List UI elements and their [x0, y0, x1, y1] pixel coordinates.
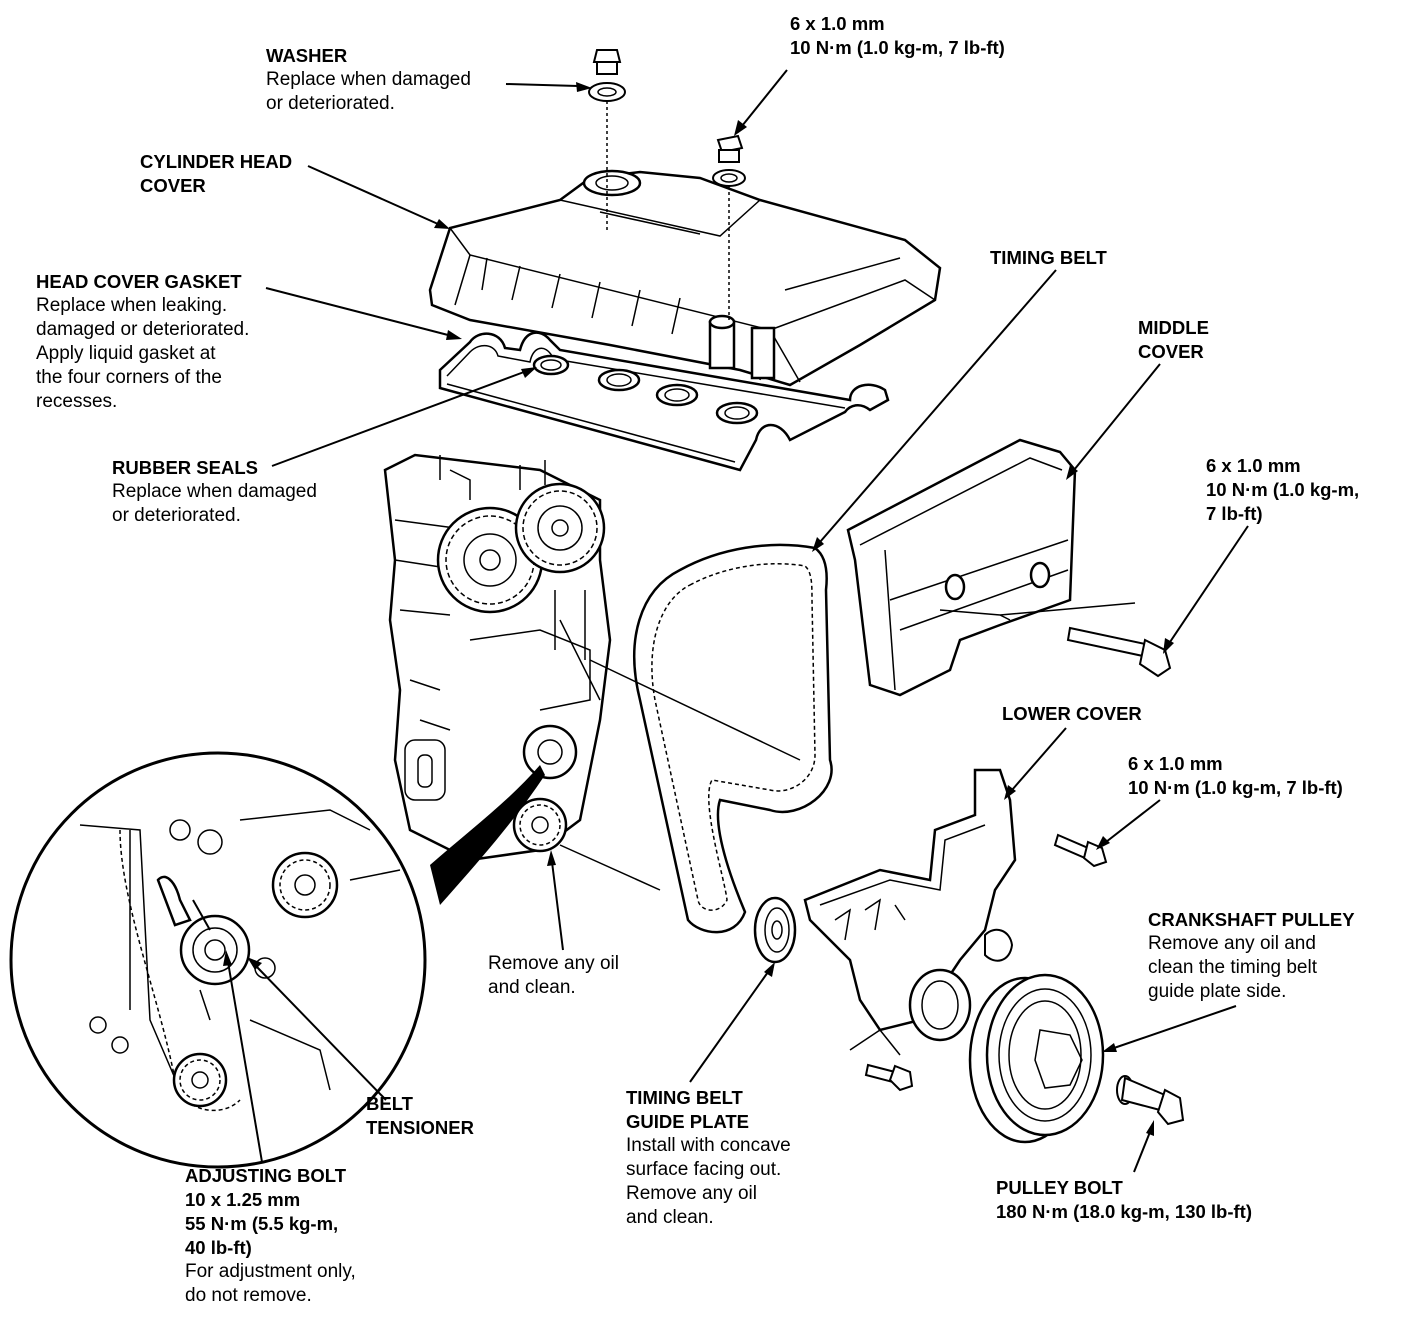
lower-bolt-spec-line-2: 10 N·m (1.0 kg-m, 7 lb-ft) [1128, 777, 1343, 798]
washer-label: WASHER Replace when damaged or deteriora… [266, 44, 471, 116]
middle-bolt-spec-label: 6 x 1.0 mm 10 N·m (1.0 kg-m, 7 lb-ft) [1206, 454, 1359, 526]
middle-cover-title-line-1: MIDDLE [1138, 317, 1209, 338]
adjusting-bolt-title: ADJUSTING BOLT [185, 1165, 347, 1186]
crankshaft-pulley-desc-line-1: Remove any oil and [1148, 933, 1316, 954]
middle-bolt-spec-line-3: 7 lb-ft) [1206, 503, 1263, 524]
pulley-bolt-label: PULLEY BOLT 180 N·m (18.0 kg-m, 130 lb-f… [996, 1176, 1252, 1224]
adjusting-bolt-label: ADJUSTING BOLT 10 x 1.25 mm 55 N·m (5.5 … [185, 1164, 356, 1308]
guide-plate-desc-line-3: Remove any oil [626, 1183, 757, 1204]
head-cover-gasket-label: HEAD COVER GASKET Replace when leaking. … [36, 270, 249, 414]
timing-belt [633, 543, 833, 934]
remove-oil-label: Remove any oil and clean. [488, 952, 619, 1000]
top-nuts-and-washers [588, 49, 746, 320]
cylinder-head-cover-label: CYLINDER HEAD COVER [140, 150, 292, 198]
adjusting-bolt-desc-line-2: do not remove. [185, 1285, 312, 1306]
middle-cover-bolt [1066, 626, 1172, 678]
pulley-bolt-spec: 180 N·m (18.0 kg-m, 130 lb-ft) [996, 1201, 1252, 1222]
pulley-bolt [1116, 1075, 1185, 1126]
belt-tensioner-title-line-2: TENSIONER [366, 1117, 474, 1138]
middle-cover-label: MIDDLE COVER [1138, 316, 1209, 364]
head-cover-gasket-desc-line-4: the four corners of the [36, 367, 222, 388]
head-cover-gasket-desc-line-5: recesses. [36, 391, 118, 412]
tensioner-detail-inset [9, 751, 427, 1169]
head-cover-gasket [438, 331, 890, 472]
belt-tensioner-title-line-1: BELT [366, 1093, 413, 1114]
leader-lines [192, 69, 1249, 1173]
belt-tensioner-label: BELT TENSIONER [366, 1092, 474, 1140]
top-bolt-spec-label: 6 x 1.0 mm 10 N·m (1.0 kg-m, 7 lb-ft) [790, 12, 1005, 60]
rubber-seals-desc-line-2: or deteriorated. [112, 505, 241, 526]
lower-cover-bottom-bolt [849, 1028, 914, 1092]
top-bolt-spec-line-2: 10 N·m (1.0 kg-m, 7 lb-ft) [790, 37, 1005, 58]
lower-bolt-spec-line-1: 6 x 1.0 mm [1128, 753, 1223, 774]
washer-desc-line-1: Replace when damaged [266, 69, 471, 90]
adjusting-bolt-desc-line-1: For adjustment only, [185, 1261, 356, 1282]
crankshaft-pulley [968, 973, 1105, 1144]
lower-cover [803, 768, 1017, 1042]
middle-bolt-spec-line-2: 10 N·m (1.0 kg-m, [1206, 479, 1360, 500]
remove-oil-desc-line-2: and clean. [488, 977, 576, 998]
timing-belt-guide-plate-label: TIMING BELT GUIDE PLATE Install with con… [626, 1086, 791, 1230]
lower-bolt-spec-label: 6 x 1.0 mm 10 N·m (1.0 kg-m, 7 lb-ft) [1128, 752, 1343, 800]
head-cover-gasket-desc-line-1: Replace when leaking. [36, 295, 228, 316]
crankshaft-pulley-label: CRANKSHAFT PULLEY Remove any oil and cle… [1148, 908, 1355, 1004]
pulley-bolt-title: PULLEY BOLT [996, 1177, 1123, 1198]
head-cover-gasket-desc-line-3: Apply liquid gasket at [36, 343, 216, 364]
rubber-seals-label: RUBBER SEALS Replace when damaged or det… [112, 456, 317, 528]
cylinder-head-cover [428, 169, 942, 387]
lower-cover-bolt [1053, 833, 1108, 868]
timing-belt-label: TIMING BELT [990, 246, 1107, 270]
middle-cover-title-line-2: COVER [1138, 341, 1204, 362]
timing-belt-title: TIMING BELT [990, 247, 1107, 268]
washer-desc-line-2: or deteriorated. [266, 93, 395, 114]
washer-title: WASHER [266, 45, 348, 66]
crankshaft-pulley-title: CRANKSHAFT PULLEY [1148, 909, 1355, 930]
head-cover-gasket-title: HEAD COVER GASKET [36, 271, 242, 292]
rubber-seals-desc-line-1: Replace when damaged [112, 481, 317, 502]
middle-bolt-spec-line-1: 6 x 1.0 mm [1206, 455, 1301, 476]
top-bolt-spec-line-1: 6 x 1.0 mm [790, 13, 885, 34]
crankshaft-pulley-desc-line-2: clean the timing belt [1148, 957, 1317, 978]
adjusting-bolt-spec-line-3: 40 lb-ft) [185, 1237, 252, 1258]
guide-plate-title-line-2: GUIDE PLATE [626, 1111, 749, 1132]
cylinder-head-cover-title-line-2: COVER [140, 175, 206, 196]
guide-plate-desc-line-4: and clean. [626, 1207, 714, 1228]
detail-zoom-wedge [430, 765, 545, 905]
lower-cover-title: LOWER COVER [1002, 703, 1142, 724]
block-tensioner [512, 724, 578, 853]
lower-cover-label: LOWER COVER [1002, 702, 1142, 726]
remove-oil-desc-line-1: Remove any oil [488, 953, 619, 974]
adjusting-bolt-spec-line-2: 55 N·m (5.5 kg-m, [185, 1213, 339, 1234]
middle-cover [846, 438, 1136, 697]
timing-belt-guide-plate [753, 896, 797, 964]
crankshaft-pulley-desc-line-3: guide plate side. [1148, 981, 1287, 1002]
head-cover-gasket-desc-line-2: damaged or deteriorated. [36, 319, 250, 340]
guide-plate-title-line-1: TIMING BELT [626, 1087, 743, 1108]
cylinder-head-cover-title-line-1: CYLINDER HEAD [140, 151, 293, 172]
cam-sprockets [436, 482, 606, 614]
guide-plate-desc-line-1: Install with concave [626, 1135, 791, 1156]
rubber-seals-title: RUBBER SEALS [112, 457, 258, 478]
adjusting-bolt-spec-line-1: 10 x 1.25 mm [185, 1189, 301, 1210]
guide-plate-desc-line-2: surface facing out. [626, 1159, 782, 1180]
